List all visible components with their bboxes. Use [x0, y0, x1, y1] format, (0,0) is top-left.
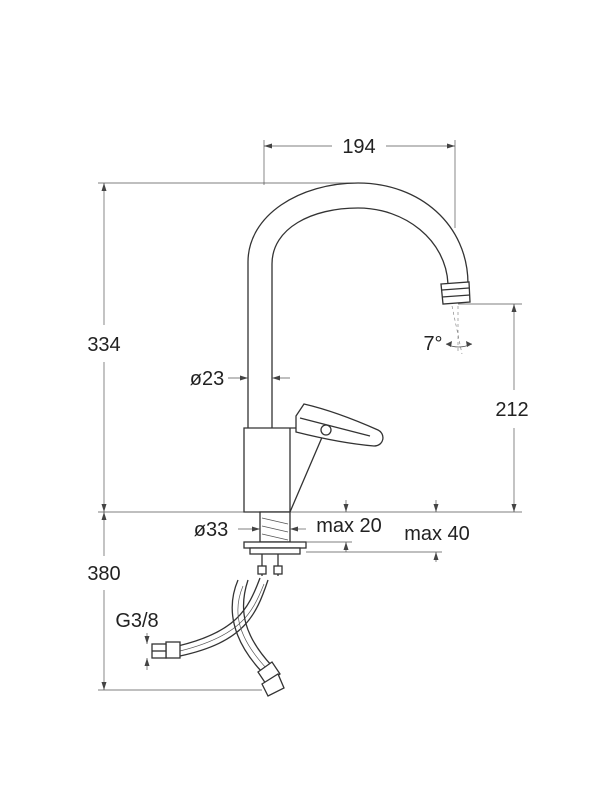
faucet-lever-handle — [295, 403, 384, 447]
faucet-body — [243, 427, 327, 513]
spout-angle-label: 7° — [423, 333, 442, 355]
hose-length-label: 380 — [87, 563, 120, 585]
hole-diameter-label: ø33 — [194, 519, 228, 541]
dimension-spout-reach: 194 — [263, 136, 456, 228]
dimension-pipe-diameter: ø23 — [190, 368, 290, 390]
faucet-spout — [247, 182, 471, 430]
dimension-max-40: max 40 — [306, 500, 470, 562]
total-height-label: 334 — [87, 334, 120, 356]
dimension-connection-thread: G3/8 — [115, 610, 159, 670]
mounting-assembly — [243, 511, 307, 576]
flexible-hoses — [151, 577, 285, 697]
max-20-label: max 20 — [316, 515, 382, 537]
dimension-max-20: max 20 — [306, 500, 382, 552]
dimension-hose-length: 380 — [87, 512, 262, 691]
connection-thread-label: G3/8 — [115, 610, 158, 632]
dimension-spout-height: 212 — [458, 303, 529, 512]
dimension-hole-diameter: ø33 — [194, 519, 306, 541]
dimension-total-height: 334 — [87, 182, 358, 512]
dimension-spout-angle: 7° — [423, 333, 473, 355]
spout-height-label: 212 — [495, 399, 528, 421]
pipe-diameter-label: ø23 — [190, 368, 224, 390]
spout-reach-label: 194 — [342, 136, 375, 158]
max-40-label: max 40 — [404, 523, 470, 545]
